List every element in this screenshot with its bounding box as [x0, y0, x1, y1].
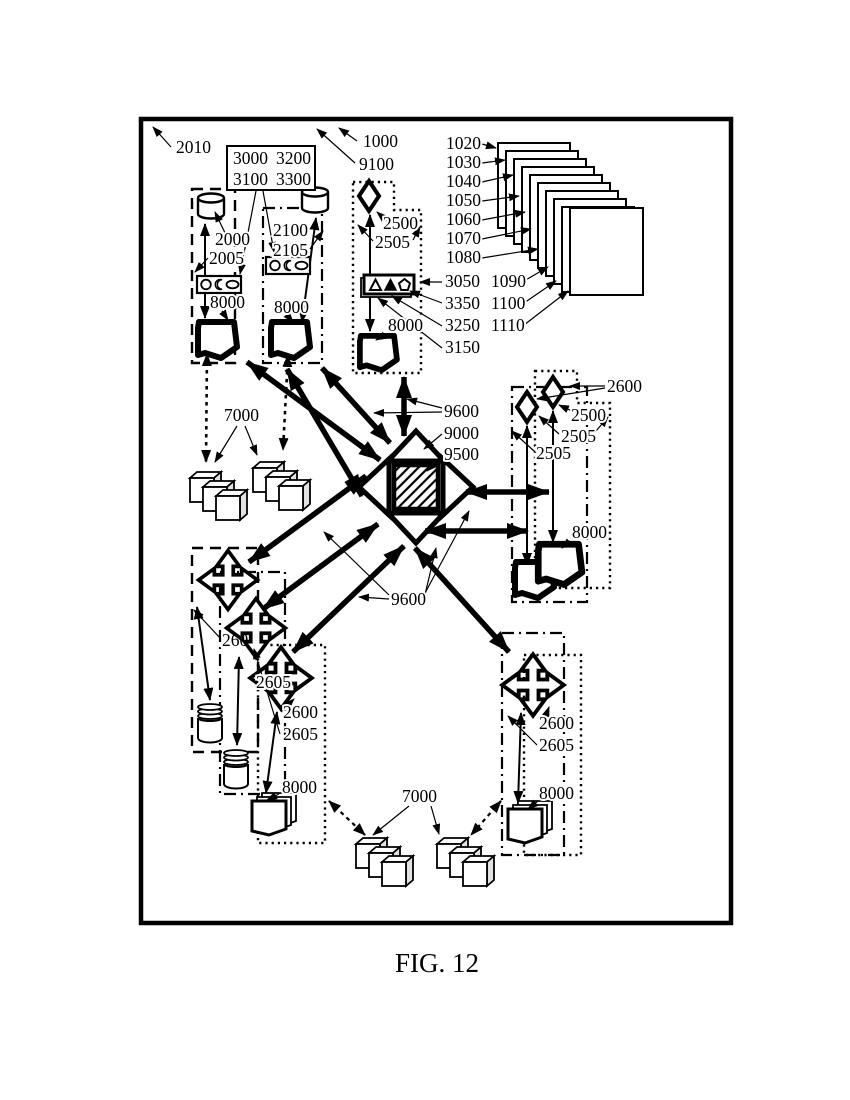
- ref-8000: 8000: [572, 522, 607, 542]
- ref-3300: 3300: [276, 169, 311, 189]
- ref-9500: 9500: [444, 444, 479, 464]
- ref-9600: 9600: [391, 589, 426, 609]
- ref-8000: 8000: [282, 777, 317, 797]
- ref-2505: 2505: [561, 426, 596, 446]
- ref-8000: 8000: [388, 315, 423, 335]
- double-arrow: [262, 711, 281, 794]
- ref-3150: 3150: [445, 337, 480, 357]
- thick-link-arrow: [412, 546, 512, 654]
- ref-3250: 3250: [445, 315, 480, 335]
- ref-3000: 3000: [233, 148, 268, 168]
- ref-3050: 3050: [445, 271, 480, 291]
- dashed-connector-arrow: [201, 353, 212, 463]
- leader-lines: [152, 126, 609, 836]
- ref-2005: 2005: [209, 248, 244, 268]
- ref-group-box: [226, 145, 316, 191]
- ref-9100: 9100: [359, 154, 394, 174]
- ref-1030: 1030: [446, 152, 481, 172]
- ref-2105: 2105: [273, 240, 308, 260]
- ref-1110: 1110: [491, 315, 525, 335]
- figure-caption: FIG. 12: [395, 948, 479, 978]
- page-stack-icon: [497, 142, 644, 296]
- dotted-box-br: [522, 653, 583, 857]
- ref-7000: 7000: [402, 786, 437, 806]
- document-icon: [538, 544, 582, 584]
- shape-strip-icon: [359, 273, 416, 299]
- ref-1050: 1050: [446, 190, 481, 210]
- dashed-connector-arrow: [328, 800, 366, 836]
- database-stack-icon: [223, 749, 249, 790]
- ref-1090: 1090: [491, 271, 526, 291]
- document-icon: [271, 322, 310, 358]
- ref-2600: 2600: [607, 376, 642, 396]
- ref-3100: 3100: [233, 169, 268, 189]
- ref-3350: 3350: [445, 293, 480, 313]
- cylinder-icon: [300, 186, 330, 214]
- ref-1040: 1040: [446, 171, 481, 191]
- document-icon: [198, 322, 237, 358]
- ref-9000: 9000: [444, 423, 479, 443]
- ref-2605: 2605: [256, 672, 291, 692]
- ref-2100: 2100: [273, 220, 308, 240]
- hub-icon: [355, 427, 477, 547]
- ref-9600: 9600: [444, 401, 479, 421]
- ref-8000: 8000: [274, 297, 309, 317]
- ref-1000: 1000: [363, 131, 398, 151]
- ref-1070: 1070: [446, 228, 481, 248]
- thick-link-arrow: [291, 544, 406, 654]
- ref-1080: 1080: [446, 247, 481, 267]
- dotted-box-l3: [256, 643, 327, 845]
- ref-2600: 2600: [283, 702, 318, 722]
- double-arrow: [193, 606, 214, 701]
- document-icon: [360, 336, 397, 370]
- ref-3200: 3200: [276, 148, 311, 168]
- ref-2505: 2505: [375, 232, 410, 252]
- ref-1060: 1060: [446, 209, 481, 229]
- ref-2600: 2600: [539, 713, 574, 733]
- ref-8000: 8000: [539, 783, 574, 803]
- ref-2605: 2605: [283, 724, 318, 744]
- ref-1100: 1100: [491, 293, 526, 313]
- cylinder-icon: [196, 192, 226, 220]
- database-stack-icon: [197, 703, 223, 744]
- ref-2605: 2605: [539, 735, 574, 755]
- ref-2500: 2500: [383, 213, 418, 233]
- ref-2505: 2505: [536, 443, 571, 463]
- ref-2500: 2500: [571, 405, 606, 425]
- hub-hatched-core: [391, 462, 441, 512]
- double-arrow: [232, 656, 244, 746]
- ref-1020: 1020: [446, 133, 481, 153]
- ref-2000: 2000: [215, 229, 250, 249]
- ref-2010: 2010: [176, 137, 211, 157]
- thick-link-arrow: [319, 366, 393, 445]
- ref-8000: 8000: [210, 292, 245, 312]
- shape-strip-icon: [195, 274, 243, 295]
- ref-7000: 7000: [224, 405, 259, 425]
